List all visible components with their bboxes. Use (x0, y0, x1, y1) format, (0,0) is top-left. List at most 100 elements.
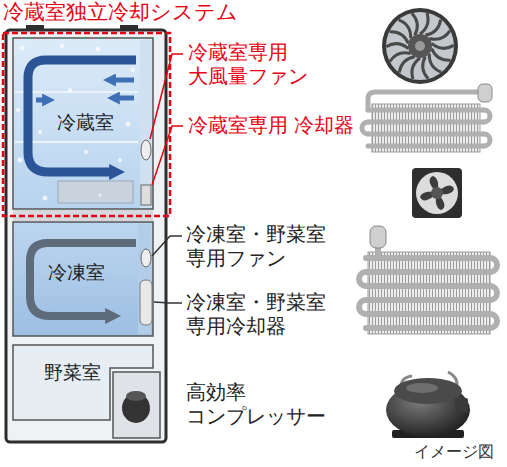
compartment-box: 冷凍室 (13, 222, 153, 336)
cooler-picture (484, 134, 490, 146)
cold-bubble (118, 158, 122, 162)
cold-bubble (68, 88, 72, 92)
cold-bubble (84, 150, 88, 154)
airflow-arrow (112, 78, 134, 83)
airflow-arrow (36, 98, 46, 103)
compartment-box: 冷蔵室 (13, 38, 153, 209)
cooler-picture (362, 92, 490, 146)
cooler-picture (478, 84, 492, 102)
callout-label: 冷凍室・野菜室 専用冷却器 (186, 290, 358, 338)
compressor-picture (386, 372, 470, 438)
cooler-picture (368, 144, 484, 149)
refrigerator-body (6, 25, 166, 442)
fan-picture (382, 8, 458, 84)
dashed-region (3, 33, 170, 216)
machine-room (113, 372, 160, 438)
fan-picture (382, 8, 458, 84)
cooler-picture (490, 286, 497, 300)
cold-bubble (96, 47, 101, 52)
fan-picture (424, 54, 445, 73)
cooler-picture (366, 311, 490, 317)
fan-picture (388, 31, 410, 44)
cold-bubble (108, 96, 112, 100)
fan-picture (430, 49, 452, 62)
leader-line (152, 236, 182, 256)
fridge-compartment (140, 40, 152, 208)
cooler-picture (362, 122, 368, 134)
leader-line (154, 302, 182, 303)
airflow-arrow (116, 96, 134, 101)
cold-bubble (38, 130, 42, 134)
machine-room (126, 391, 146, 401)
cooler-picture (484, 110, 490, 122)
cold-bubble (16, 44, 135, 201)
cooler-picture (368, 92, 482, 110)
fan-picture (420, 176, 454, 210)
compartment-name: 冷蔵室 (57, 112, 114, 134)
cooler-picture (359, 246, 497, 328)
cooler-picture (366, 325, 490, 331)
cooler-picture (366, 269, 490, 275)
airflow-arrow (28, 60, 136, 316)
fan-picture (431, 187, 443, 199)
fan-picture (386, 12, 454, 80)
fridge-compartment (13, 38, 153, 209)
refrigerator-body (6, 30, 166, 442)
cooler-picture (359, 226, 497, 334)
freezer-compartment (13, 222, 153, 336)
fan-picture (432, 39, 454, 52)
fridge-compartment (15, 141, 138, 143)
cooler-picture (366, 297, 490, 303)
fan-picture (389, 47, 410, 66)
callout-label: 高効率 コンプレッサー (186, 380, 358, 428)
freezer-compartment (13, 222, 153, 336)
cooler-picture (366, 283, 490, 289)
cold-bubble (99, 194, 102, 197)
fan-picture (408, 34, 432, 58)
diagram-title: 冷蔵室独立冷却システム (3, 1, 238, 24)
cooler-picture (370, 226, 386, 248)
compressor-picture (406, 383, 438, 393)
cooler-picture (359, 272, 366, 286)
fan-picture (412, 58, 420, 79)
fan-picture (412, 168, 462, 218)
leader-line (150, 54, 183, 303)
fridge-compartment (13, 38, 153, 209)
fan-picture (412, 168, 462, 218)
fan-picture (416, 172, 458, 214)
cooler-picture (490, 314, 497, 328)
compressor-picture (394, 378, 462, 404)
fridge-compartment (141, 140, 151, 160)
freezer-compartment (138, 224, 151, 334)
compressor-picture (455, 398, 468, 412)
fan-picture (425, 16, 441, 38)
cooler-picture (368, 252, 490, 334)
caption: イメージ図 (414, 443, 494, 461)
cooler-picture (368, 108, 484, 113)
cold-bubble (126, 122, 131, 127)
fan-picture (398, 53, 414, 75)
cooler-picture (490, 258, 497, 272)
fan-picture (406, 13, 422, 35)
cooler-picture (366, 255, 490, 261)
airflow-arrow (28, 60, 136, 172)
cold-bubble (43, 196, 48, 201)
cooler-picture (362, 84, 492, 152)
freezer-compartment (141, 249, 151, 267)
fan-picture (429, 25, 450, 44)
compartment-name: 野菜室 (44, 362, 101, 384)
cold-bubble (60, 44, 64, 48)
callout-label: 冷蔵室専用 大風量ファン (188, 40, 360, 88)
cold-bubble (131, 68, 135, 72)
fan-picture (418, 57, 434, 79)
cooler-picture (368, 132, 484, 137)
fridge-compartment (141, 185, 151, 205)
fan-picture (420, 13, 428, 34)
machine-room (113, 372, 160, 438)
cold-bubble (16, 108, 20, 112)
airflow-arrow (30, 243, 136, 316)
callout-label: 冷蔵室専用 冷却器 (188, 113, 360, 137)
fan-picture (415, 41, 425, 51)
cold-bubble (20, 46, 25, 51)
